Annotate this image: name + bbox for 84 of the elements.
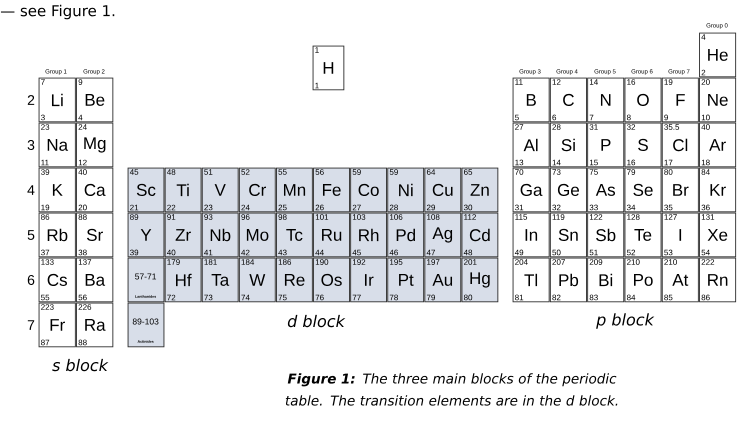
element-cell: Rh 103 45 xyxy=(350,212,387,258)
element-cell: Pd 106 46 xyxy=(387,212,424,258)
element-cell: Rn 222 86 xyxy=(699,258,736,302)
element-cell: Ta 181 73 xyxy=(202,258,239,302)
element-cell: O 16 8 xyxy=(624,78,662,122)
element-cell: B 11 5 xyxy=(512,78,550,122)
element-cell: Bi 209 83 xyxy=(587,258,624,302)
element-cell: Mo 96 42 xyxy=(238,212,276,258)
element-cell: Po 210 84 xyxy=(624,258,662,302)
element-cell: Ar 40 18 xyxy=(699,122,736,168)
element-cell: Y 89 39 xyxy=(128,212,164,258)
element-cell: Kr 84 36 xyxy=(699,168,736,212)
period-number: 6 xyxy=(28,275,34,285)
block-label: d block xyxy=(288,314,346,328)
element-cell: Ge 73 32 xyxy=(550,168,587,212)
element-cell: H 1 1 xyxy=(312,46,344,90)
element-cell: Fe 56 26 xyxy=(313,168,350,212)
element-cell: Se 79 34 xyxy=(624,168,662,212)
element-cell: Cl 35.5 17 xyxy=(662,122,699,168)
period-number: 4 xyxy=(27,185,34,195)
element-cell: Cd 112 48 xyxy=(462,212,498,258)
block-label: p block xyxy=(596,313,654,329)
element-cell: Be 9 4 xyxy=(76,78,114,122)
element-cell: Ti 48 22 xyxy=(164,168,202,212)
element-cell: Mn 55 25 xyxy=(276,168,313,212)
element-cell: Co 59 27 xyxy=(350,168,387,212)
element-cell: Tl 204 81 xyxy=(512,258,550,302)
element-cell: As 75 33 xyxy=(587,168,624,212)
element-cell: Zn 65 30 xyxy=(462,168,498,212)
element-cell: S 32 16 xyxy=(624,122,662,168)
element-cell: Ba 137 56 xyxy=(76,258,114,302)
element-cell: Ir 192 77 xyxy=(350,258,387,302)
element-cell: Sr 88 38 xyxy=(76,212,114,258)
element-cell: Rb 86 37 xyxy=(38,212,76,258)
element-cell: Ga 70 31 xyxy=(512,168,550,212)
period-number: 2 xyxy=(28,95,34,105)
element-cell: Xe 131 54 xyxy=(699,212,736,258)
element-cell: Ra 226 88 xyxy=(76,302,114,348)
period-number: 5 xyxy=(28,230,34,240)
element-cell: V 51 23 xyxy=(202,168,239,212)
element-cell: Cs 133 55 xyxy=(38,258,76,302)
element-cell: Na 23 11 xyxy=(38,122,76,168)
element-cell: Sn 119 50 xyxy=(550,212,587,258)
element-cell: Mg 24 12 xyxy=(76,122,114,168)
note-text: — see Figure 1. xyxy=(0,4,114,20)
element-cell: Ru 101 44 xyxy=(313,212,350,258)
period-number: 7 xyxy=(28,320,34,330)
element-cell: I 127 53 xyxy=(662,212,699,258)
block-label: s block xyxy=(52,358,108,372)
element-cell: Al 27 13 xyxy=(512,122,550,168)
element-cell: Fr 223 87 xyxy=(38,302,76,348)
element-cell: Sb 122 51 xyxy=(587,212,624,258)
element-cell: F 19 9 xyxy=(662,78,699,122)
element-cell: Re 186 75 xyxy=(276,258,313,302)
element-cell: Cu 64 29 xyxy=(424,168,462,212)
element-cell: At 210 85 xyxy=(662,258,699,302)
element-cell: Cr 52 24 xyxy=(238,168,276,212)
element-cell: Pt 195 78 xyxy=(387,258,424,302)
element-cell: K 39 19 xyxy=(38,168,76,212)
element-cell: Au 197 79 xyxy=(424,258,462,302)
element-cell: W 184 74 xyxy=(238,258,276,302)
element-cell: Ca 40 20 xyxy=(76,168,114,212)
element-cell: Os 190 76 xyxy=(313,258,350,302)
element-cell: N 14 7 xyxy=(587,78,624,122)
figure-caption: Figure 1: The three main blocks of the periodic table. The transition elements are in the d block. xyxy=(286,373,618,406)
element-cell: Sc 45 21 xyxy=(128,168,164,212)
element-cell: Nb 93 41 xyxy=(202,212,239,258)
element-cell: Te 128 52 xyxy=(624,212,662,258)
element-cell: Pb 207 82 xyxy=(550,258,587,302)
element-cell: Ag 108 47 xyxy=(424,212,462,258)
element-cell: C 12 6 xyxy=(550,78,587,122)
element-cell: Ne 20 10 xyxy=(699,78,736,122)
element-cell: Ni 59 28 xyxy=(387,168,424,212)
element-cell: Hg 201 80 xyxy=(462,258,498,302)
element-cell: Si 28 14 xyxy=(550,122,587,168)
element-cell: He 4 2 xyxy=(699,32,736,78)
element-cell: Tc 98 43 xyxy=(276,212,313,258)
period-number: 3 xyxy=(28,140,34,150)
element-cell: Br 80 35 xyxy=(662,168,699,212)
element-cell: In 115 49 xyxy=(512,212,550,258)
element-cell: P 31 15 xyxy=(587,122,624,168)
element-cell: Hf 179 72 xyxy=(164,258,202,302)
element-cell: Zr 91 40 xyxy=(164,212,202,258)
element-cell: Li 7 3 xyxy=(38,78,76,122)
